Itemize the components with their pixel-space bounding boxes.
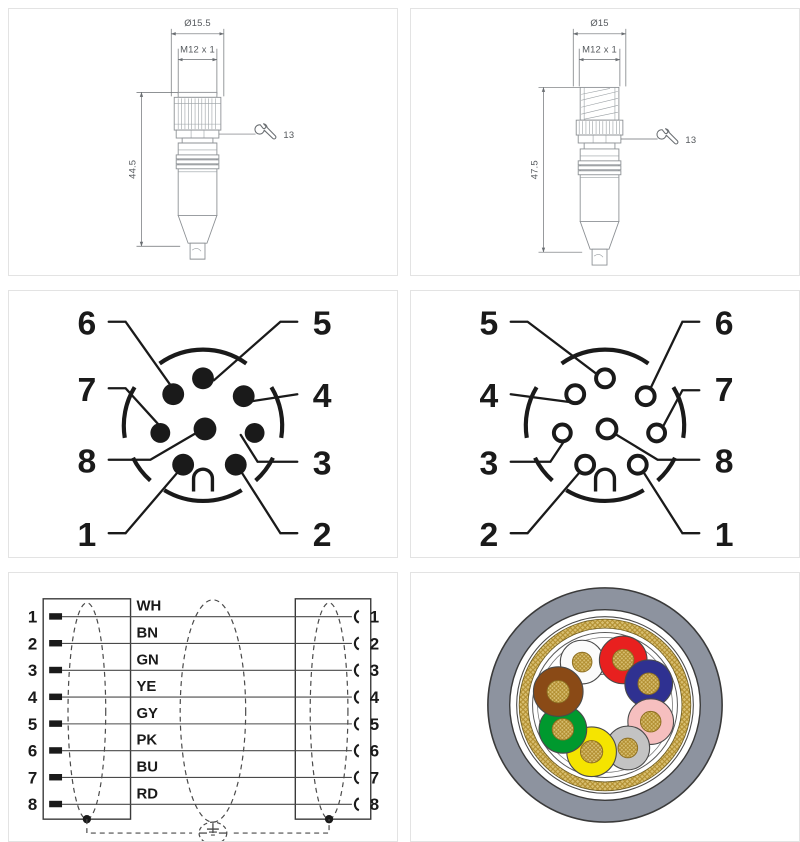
- wiring-left-pin: 6: [28, 742, 37, 761]
- wiring-right-pin: 5: [370, 715, 379, 734]
- keyway-notch: [593, 467, 617, 492]
- strain-relief: [177, 215, 218, 260]
- wire-color-code: PK: [136, 733, 157, 749]
- wiring-left-pin: 1: [28, 608, 37, 627]
- cable-conductor-bn: [532, 666, 584, 717]
- wrench-icon: [656, 128, 679, 145]
- pin-label-top-right: 5: [313, 305, 332, 343]
- wiring-left-pin: 3: [28, 661, 37, 680]
- panel-female-connector-drawing: Ø15.5 M12 x 1 44.5: [8, 8, 398, 276]
- panel-wiring-schematic: 1 WH 1 2 BN 2 3 GN 3 4 YE 4 5 GY 5 6 PK 6 7 BU 7 8 RD 8: [8, 572, 398, 842]
- wiring-right-pin: 1: [370, 608, 379, 627]
- strain-relief: [579, 220, 620, 266]
- dim-thread: M12 x 1: [582, 44, 617, 55]
- wiring-right-pin: 2: [370, 634, 379, 653]
- left-connector-box: [42, 598, 132, 820]
- cable-conductors: [532, 635, 675, 778]
- wire-color-code: BU: [136, 760, 157, 776]
- connector-barrel: [175, 142, 220, 216]
- wiring-left-pin: 4: [28, 688, 38, 707]
- pin-label-top-left: 6: [77, 305, 96, 343]
- wiring-right-contact: [353, 636, 360, 651]
- pin-label-lower-right: 8: [715, 443, 734, 481]
- wire-color-code: WH: [136, 599, 161, 615]
- wiring-right-contact: [353, 797, 360, 812]
- wiring-left-contact: [49, 720, 63, 727]
- wiring-left-pin: 7: [28, 768, 37, 787]
- wire-color-code: BN: [136, 626, 157, 642]
- pin-label-lower-left: 8: [77, 443, 96, 481]
- shield-bus: [86, 819, 330, 834]
- wiring-left-contact: [49, 747, 63, 754]
- wiring-right-contact: [353, 690, 360, 705]
- hex-flat-section: [577, 134, 622, 150]
- wiring-left-contact: [49, 800, 63, 808]
- wire-color-code: GN: [136, 652, 158, 668]
- tool-size-label: 13: [283, 129, 294, 140]
- wire-color-code: YE: [136, 679, 156, 695]
- pin-label-upper-left: 7: [77, 371, 96, 409]
- shield-ellipses: [67, 599, 349, 823]
- wiring-right-contact: [353, 716, 360, 731]
- wiring-left-contact: [49, 666, 63, 674]
- wiring-right-contact: [353, 609, 360, 624]
- pin-label-bottom-left: 2: [479, 516, 498, 554]
- wiring-right-pin: 3: [370, 661, 379, 680]
- cable-layers: [487, 587, 723, 823]
- wiring-left-pin: 8: [28, 795, 37, 814]
- wiring-left-contact: [49, 640, 63, 647]
- cable-conductor-gn: [538, 704, 588, 754]
- earth-ground-icon: [198, 821, 228, 841]
- coupling-nut: [173, 91, 222, 131]
- pin-label-lower-right: 3: [313, 445, 332, 483]
- wiring-right-pin: 4: [370, 688, 380, 707]
- wiring-left-contact: [49, 693, 63, 701]
- wiring-left-contact: [49, 774, 63, 781]
- wiring-left-pin: 5: [28, 715, 37, 734]
- wiring-right-pin: 7: [370, 768, 379, 787]
- pin-label-top-left: 5: [479, 305, 498, 343]
- dim-length: 44.5: [127, 160, 138, 179]
- tool-size-label: 13: [685, 134, 696, 145]
- panel-female-pinout: 6 5 7 4 8 3 1 2: [8, 290, 398, 558]
- wiring-right-pin: 6: [370, 742, 379, 761]
- cable-conductor-bu: [624, 659, 674, 709]
- dim-outer-diameter: Ø15.5: [184, 17, 211, 28]
- contacts: [150, 367, 265, 476]
- pin-label-upper-right: 4: [313, 377, 332, 415]
- leader-lines: [107, 320, 299, 535]
- keyway-notch: [191, 467, 215, 492]
- dim-thread: M12 x 1: [180, 44, 215, 55]
- pin-label-bottom-right: 2: [313, 516, 332, 554]
- wiring-right-pin: 8: [370, 795, 379, 814]
- panel-male-pinout: 5 6 4 7 3 8 2 1: [410, 290, 800, 558]
- pin-label-lower-left: 3: [479, 445, 498, 483]
- wrench-icon: [254, 123, 277, 140]
- male-thread-nose: [579, 86, 620, 121]
- dim-outer-diameter: Ø15: [590, 17, 608, 28]
- panel-male-connector-drawing: Ø15 M12 x 1 47.5: [410, 8, 800, 276]
- pin-label-bottom-left: 1: [77, 516, 96, 554]
- wire-rows: 1 WH 1 2 BN 2 3 GN 3 4 YE 4 5 GY 5 6 PK 6 7 BU 7 8 RD 8: [28, 599, 380, 815]
- wiring-left-pin: 2: [28, 634, 37, 653]
- panel-cable-cross-section: [410, 572, 800, 842]
- contacts: [551, 367, 668, 476]
- wiring-right-contact: [353, 663, 360, 678]
- pin-label-top-right: 6: [715, 305, 734, 343]
- wiring-right-contact: [353, 743, 360, 758]
- pin-label-upper-left: 4: [479, 377, 498, 415]
- right-connector-box: [294, 598, 372, 820]
- wiring-left-contact: [49, 613, 63, 620]
- leader-lines: [509, 320, 701, 535]
- wire-color-code: GY: [136, 706, 158, 722]
- dim-length: 47.5: [529, 160, 540, 179]
- pin-label-upper-right: 7: [715, 371, 734, 409]
- pin-label-bottom-right: 1: [715, 516, 734, 554]
- hex-flat-section: [175, 129, 220, 144]
- connector-barrel: [577, 148, 622, 222]
- knurled-ring: [575, 119, 624, 136]
- wire-color-code: RD: [136, 786, 158, 802]
- wiring-right-contact: [353, 770, 360, 785]
